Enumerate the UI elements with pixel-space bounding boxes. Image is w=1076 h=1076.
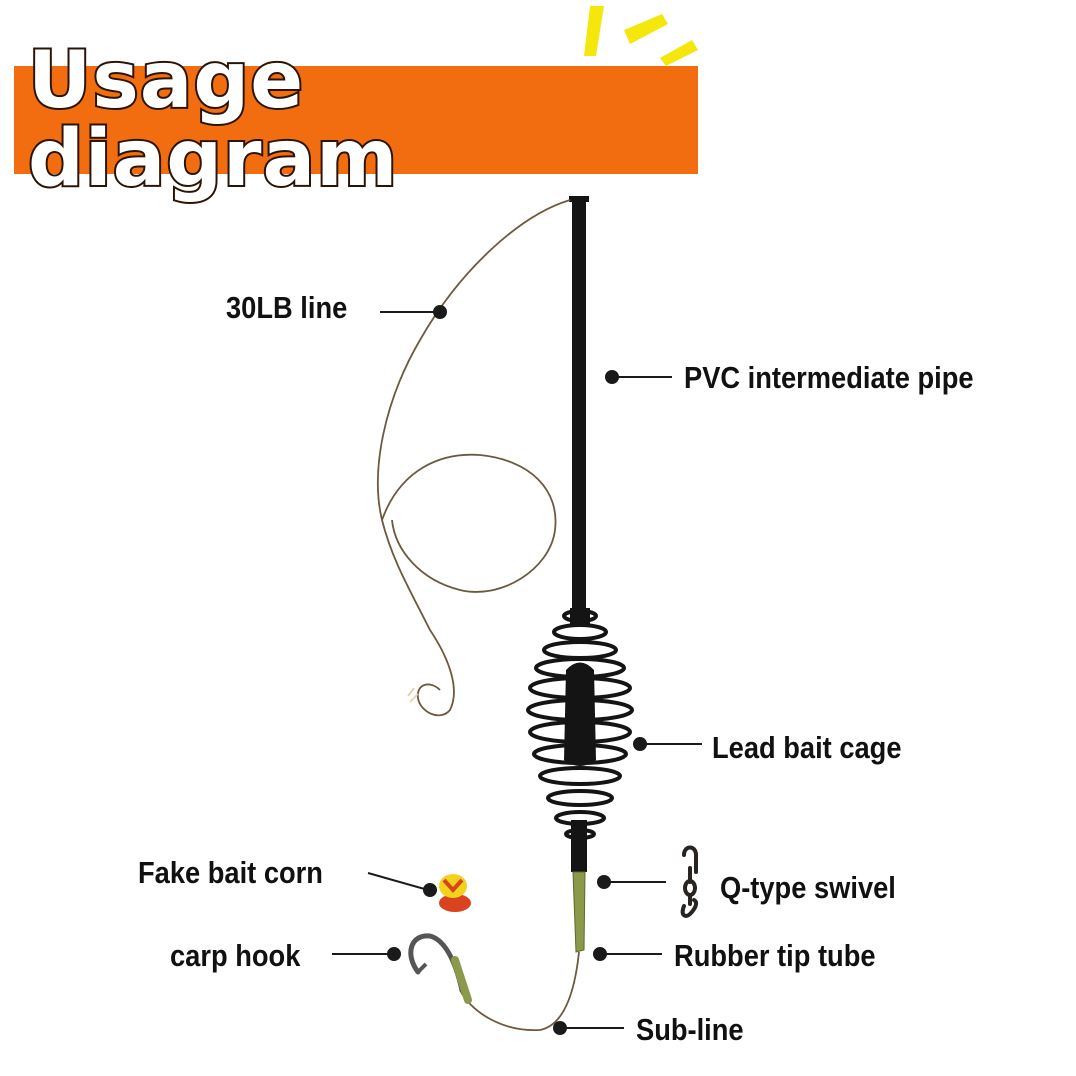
label-rubber-tip-tube: Rubber tip tube xyxy=(674,938,876,973)
label-30lb-line: 30LB line xyxy=(226,290,348,325)
label-pvc-pipe: PVC intermediate pipe xyxy=(684,360,974,395)
carp-hook-icon xyxy=(408,933,472,1004)
sub-line xyxy=(459,951,580,1031)
q-swivel-icon xyxy=(680,845,699,918)
leader-lines xyxy=(332,305,702,1035)
pvc-pipe xyxy=(572,198,586,618)
main-line xyxy=(377,199,571,717)
label-fake-bait-corn: Fake bait corn xyxy=(138,855,323,890)
label-lead-bait-cage: Lead bait cage xyxy=(712,730,902,765)
label-carp-hook: carp hook xyxy=(170,938,301,973)
title-banner: Usage diagram xyxy=(14,40,698,200)
fake-bait-corn-icon xyxy=(439,874,471,912)
rubber-tip-tube xyxy=(572,871,586,953)
burst-icon xyxy=(584,6,698,66)
page-title: Usage diagram xyxy=(26,36,399,204)
label-sub-line: Sub-line xyxy=(636,1012,744,1047)
label-q-swivel: Q-type swivel xyxy=(720,870,896,905)
